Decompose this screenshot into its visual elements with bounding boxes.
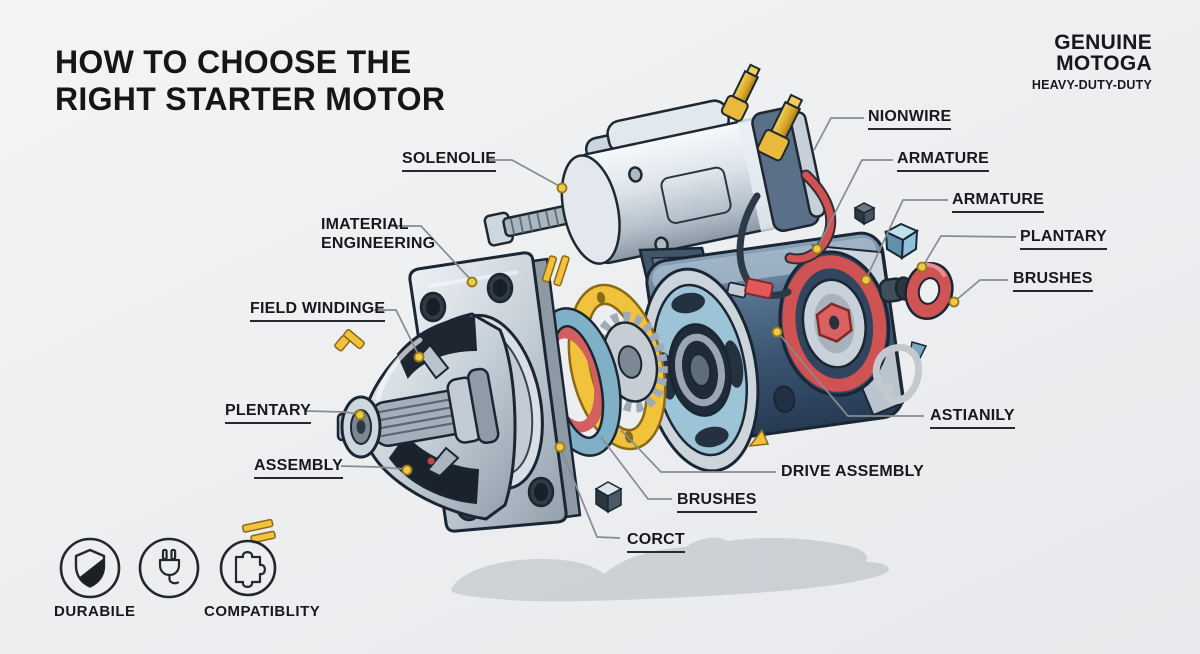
leader-lines bbox=[305, 117, 1017, 539]
terminal-bolt-icon bbox=[720, 63, 761, 122]
yellow-accent-marks bbox=[241, 255, 770, 544]
plug-icon bbox=[158, 548, 181, 585]
puzzle-icon bbox=[234, 551, 266, 588]
compatibility-badge-circle bbox=[219, 539, 277, 597]
leader-drive-assembly bbox=[620, 429, 776, 473]
leader-assembly bbox=[340, 465, 406, 470]
dark-cube-icon bbox=[853, 202, 876, 226]
leader-field-windings bbox=[374, 309, 420, 357]
label-assembly: ASSEMBLY bbox=[254, 457, 344, 479]
leader-material bbox=[393, 225, 473, 282]
leader-armature-mid bbox=[865, 199, 948, 280]
label-brushes-right: BRUSHES bbox=[1013, 270, 1093, 292]
page-title-line2: RIGHT STARTER MOTOR bbox=[55, 81, 446, 117]
solenoid-illustration bbox=[483, 63, 826, 265]
durability-badge-circle bbox=[59, 537, 121, 599]
leader-nionwire bbox=[813, 117, 864, 151]
label-plantary-right: PLANTARY bbox=[1020, 228, 1107, 250]
blue-cube-icon bbox=[883, 222, 920, 260]
leader-brushes-right bbox=[954, 279, 1008, 302]
leader-dots bbox=[354, 182, 960, 476]
terminal-bolt-icon bbox=[756, 93, 804, 162]
label-nionwire: NIONWIRE bbox=[868, 108, 952, 130]
leader-plentary-left bbox=[305, 410, 359, 415]
leader-astianily bbox=[778, 333, 924, 417]
brand-logo: GENUINE MOTOGA HEAVY-DUTY-DUTY bbox=[1032, 32, 1152, 92]
label-material-line1: IMATERIAL bbox=[321, 216, 409, 233]
label-armature-top: ARMATURE bbox=[897, 150, 989, 172]
label-drive-assembly: DRIVE ASSEMBLY bbox=[781, 463, 924, 480]
label-material-line2: ENGINEERING bbox=[321, 235, 436, 252]
page-title: HOW TO CHOOSE THE RIGHT STARTER MOTOR bbox=[55, 44, 445, 118]
brand-tagline: HEAVY-DUTY-DUTY bbox=[1031, 78, 1152, 92]
label-plentary-left: PLENTARY bbox=[225, 402, 312, 424]
brand-name-line1: GENUINE bbox=[1054, 31, 1152, 54]
page-title-line1: HOW TO CHOOSE THE bbox=[55, 44, 412, 80]
leader-solenoid bbox=[487, 159, 562, 188]
durability-caption: DURABILE bbox=[54, 603, 136, 620]
retainer-spring-icon bbox=[872, 344, 923, 405]
label-solenoid: SOLENOLIE bbox=[402, 150, 497, 172]
red-ring-icon bbox=[904, 262, 954, 320]
leader-corct bbox=[560, 448, 621, 539]
shield-icon bbox=[74, 548, 106, 588]
power-badge-circle bbox=[138, 537, 200, 599]
label-armature-mid: ARMATURE bbox=[952, 191, 1044, 213]
label-astianily: ASTIANILY bbox=[930, 407, 1015, 429]
feature-badges bbox=[59, 537, 277, 599]
bearing-plate-illustration bbox=[640, 267, 760, 473]
wiring-illustration bbox=[726, 169, 837, 299]
leader-armature-top bbox=[816, 159, 893, 249]
label-field-windings: FIELD WINDINGE bbox=[250, 300, 386, 322]
dark-cube-icon bbox=[594, 481, 623, 514]
leader-plantary-right bbox=[922, 235, 1017, 267]
label-corct: CORCT bbox=[627, 531, 685, 553]
compatibility-caption: COMPATIBLITY bbox=[204, 603, 321, 620]
brand-name-line2: MOTOGA bbox=[1056, 52, 1152, 75]
ground-shadow bbox=[451, 537, 889, 602]
label-brushes-bottom: BRUSHES bbox=[677, 491, 757, 513]
leader-brushes-bottom bbox=[600, 436, 672, 500]
scattered-parts bbox=[241, 202, 954, 544]
